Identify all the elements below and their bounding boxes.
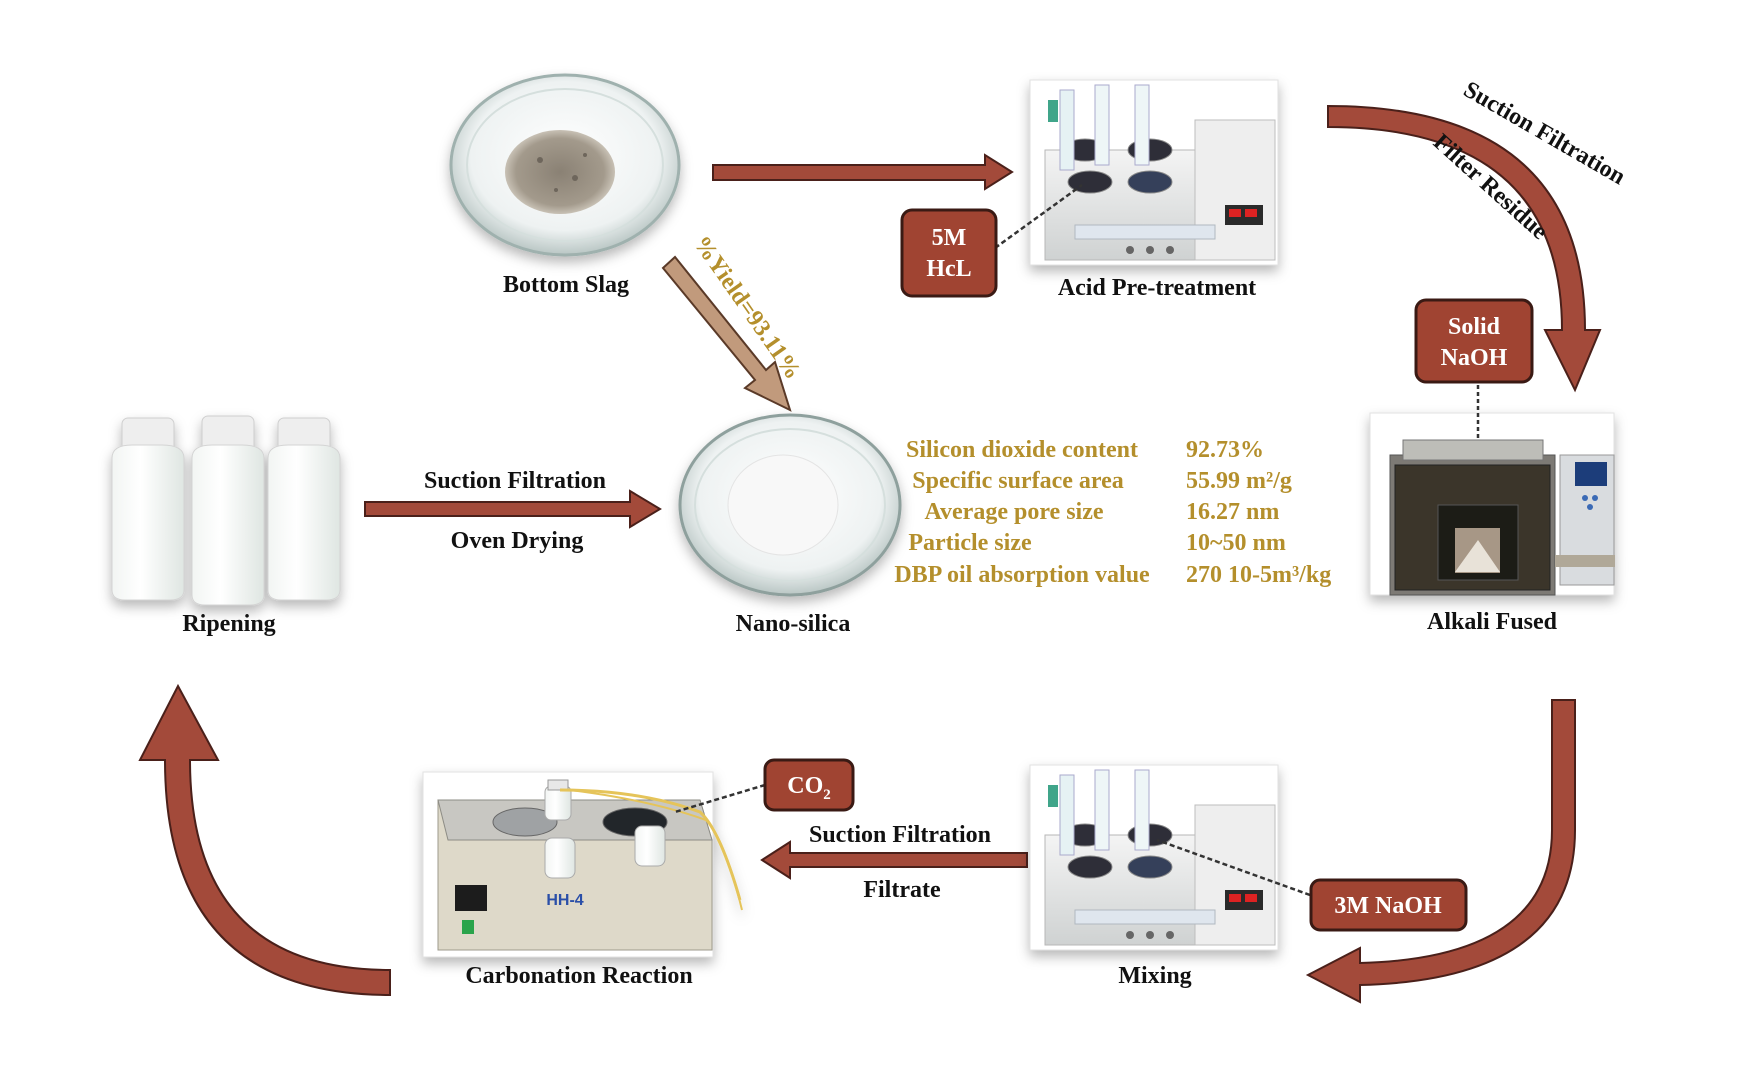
- reagent-box-co2: CO2: [763, 758, 855, 812]
- co2-subscript: 2: [823, 787, 831, 803]
- solid-naoh-line1: Solid: [1448, 314, 1501, 340]
- step-mixing-suction: Suction Filtration: [809, 822, 991, 848]
- bottle-3: [267, 417, 341, 601]
- arrow-yield: [661, 255, 792, 412]
- reagent-box-solid-naoh: Solid NaOH: [1414, 298, 1534, 384]
- property-name-3: Particle size: [908, 530, 1032, 556]
- leader-naoh-3m: [1156, 838, 1311, 897]
- co2-label: CO2: [787, 773, 831, 803]
- label-alkali-fused: Alkali Fused: [1427, 609, 1558, 635]
- arrow-mixing-to-carbonation: [760, 840, 1028, 880]
- property-value-4: 270 10-5m³/kg: [1186, 562, 1331, 588]
- solid-naoh-line2: NaOH: [1441, 345, 1508, 371]
- label-nano-silica: Nano-silica: [736, 611, 851, 637]
- properties-table: Silicon dioxide content 92.73% Specific …: [894, 437, 1331, 588]
- step-ripening-suction: Suction Filtration: [424, 468, 606, 494]
- bottle-1: [111, 417, 185, 601]
- co2-base: CO: [787, 773, 823, 799]
- mixing-apparatus: [1029, 764, 1279, 951]
- alkali-furnace: [1369, 412, 1615, 596]
- property-value-2: 16.27 nm: [1186, 499, 1279, 525]
- carbonation-bath: HH-4: [422, 771, 743, 958]
- hcl-line1: 5M: [932, 225, 967, 251]
- leader-hcl: [994, 183, 1083, 250]
- bath-model-text: HH-4: [546, 892, 583, 909]
- arrow-ripening-to-nano: [364, 489, 662, 529]
- hcl-line2: HcL: [926, 256, 971, 282]
- nano-silica-dish: [678, 413, 902, 597]
- property-name-2: Average pore size: [924, 499, 1103, 525]
- arrow-slag-to-acid: [712, 153, 1014, 191]
- arrow-acid-to-alkali: [1327, 104, 1602, 393]
- label-ripening: Ripening: [182, 611, 275, 637]
- step-oven-drying: Oven Drying: [451, 528, 584, 554]
- reagent-box-hcl: 5M HcL: [900, 208, 998, 298]
- arrow-alkali-to-mixing: [1305, 699, 1576, 1004]
- property-name-1: Specific surface area: [912, 468, 1124, 494]
- step-filtrate: Filtrate: [863, 877, 941, 903]
- label-acid-pretreatment: Acid Pre-treatment: [1058, 275, 1256, 301]
- property-value-1: 55.99 m²/g: [1186, 468, 1292, 494]
- acid-apparatus: [1029, 79, 1279, 266]
- label-bottom-slag: Bottom Slag: [503, 272, 629, 298]
- property-name-4: DBP oil absorption value: [894, 562, 1150, 588]
- bottom-slag-dish: [449, 73, 681, 257]
- reagent-box-naoh-3m: 3M NaOH: [1309, 878, 1468, 932]
- property-value-0: 92.73%: [1186, 437, 1264, 463]
- bottle-2: [191, 415, 265, 606]
- label-mixing: Mixing: [1118, 963, 1191, 989]
- label-carbonation-reaction: Carbonation Reaction: [465, 963, 692, 989]
- property-value-3: 10~50 nm: [1186, 530, 1286, 556]
- property-name-0: Silicon dioxide content: [906, 437, 1138, 463]
- naoh-3m-label: 3M NaOH: [1334, 893, 1442, 919]
- ripening-bottles: [111, 415, 341, 606]
- arrow-carbonation-to-ripening: [138, 683, 391, 997]
